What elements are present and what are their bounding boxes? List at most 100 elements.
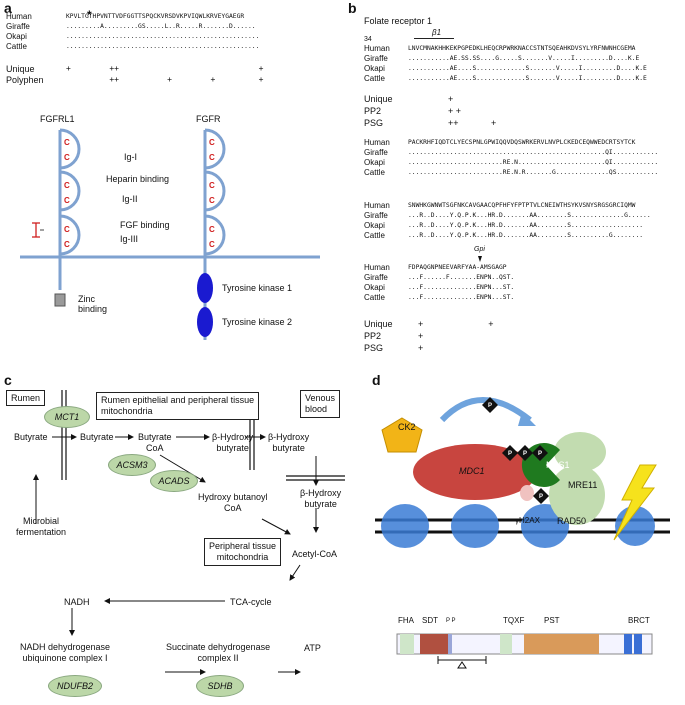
species-label: Cattle bbox=[6, 42, 27, 51]
species-label: Giraffe bbox=[364, 211, 388, 220]
pp-label: P P bbox=[446, 618, 456, 624]
sequence: ...R..D....Y.Q.P.K...HR.D.......AA......… bbox=[408, 212, 651, 219]
species-label: Human bbox=[364, 201, 390, 210]
pathway-arrows bbox=[33, 390, 345, 675]
fgfrl1-label: FGFRL1 bbox=[40, 114, 75, 124]
bhb-cell: β-Hydroxy butyrate bbox=[212, 432, 254, 453]
mutation-star: * bbox=[87, 8, 92, 22]
heparin-label: Heparin binding bbox=[106, 174, 170, 184]
rad50-label: RAD50 bbox=[557, 516, 587, 526]
species-label: Okapi bbox=[6, 32, 27, 41]
species-label: Giraffe bbox=[364, 54, 388, 63]
nadh-label: NADH bbox=[64, 597, 90, 607]
atp-label: ATP bbox=[304, 643, 321, 653]
h2ax-label: γH2AX bbox=[515, 516, 540, 525]
species-label: Cattle bbox=[364, 231, 385, 240]
species-label: Human bbox=[364, 138, 390, 147]
sequence: ...........AE....S.............S.......V… bbox=[408, 75, 647, 82]
svg-text:C: C bbox=[209, 196, 215, 205]
sequence: ........................................… bbox=[66, 43, 260, 50]
polyphen-label: Polyphen bbox=[6, 75, 44, 85]
svg-text:C: C bbox=[64, 181, 70, 190]
complex1-label: NADH dehydrogenase ubiquinone complex I bbox=[20, 642, 111, 663]
species-label: Giraffe bbox=[364, 273, 388, 282]
complex2-label: Succinate dehydrogenase complex II bbox=[166, 642, 271, 663]
species-label: Cattle bbox=[364, 74, 385, 83]
svg-text:C: C bbox=[209, 153, 215, 162]
ig2-label: Ig-II bbox=[122, 194, 138, 204]
unique-marks: + ++ + bbox=[66, 64, 264, 73]
sequence: KPVLTGTHPVNTTVDFGGTTSPQCKVRSDVKPVIQWLKRV… bbox=[66, 13, 245, 20]
sequence: ...F......F.......ENPN..QST. bbox=[408, 274, 515, 281]
sequence: .........................RE.N...........… bbox=[408, 159, 659, 166]
bhb-peripheral: β-Hydroxy butyrate bbox=[300, 488, 342, 509]
species-label: Human bbox=[6, 12, 32, 21]
beta1-label: β1 bbox=[432, 28, 442, 37]
sequence: SNWHKGWNWTSGFNKCAVGAACQPFHFYFPTPTVLCNEIW… bbox=[408, 202, 636, 209]
svg-text:C: C bbox=[209, 138, 215, 147]
species-label: Giraffe bbox=[6, 22, 30, 31]
svg-text:C: C bbox=[209, 240, 215, 249]
microbial-label: Microbial fermentation bbox=[16, 516, 67, 537]
sequence: ........................................… bbox=[66, 33, 260, 40]
sequence: FDPAQGNPNEEVARFYAA-AMSGAGP bbox=[408, 264, 507, 271]
species-label: Giraffe bbox=[364, 148, 388, 157]
butyrate-coa: Butyrate CoA bbox=[138, 432, 172, 453]
ig1-label: Ig-I bbox=[124, 152, 138, 162]
folate-u1: Unique PP2 PSG bbox=[364, 93, 393, 129]
receptor-diagram: CC CC CC CC CC CC bbox=[20, 128, 320, 340]
svg-text:P: P bbox=[539, 494, 543, 500]
fgf-label: FGF binding bbox=[120, 220, 170, 230]
sequence: ...F..............ENPN...ST. bbox=[408, 284, 515, 291]
species-label: Okapi bbox=[364, 221, 385, 230]
species-label: Human bbox=[364, 44, 390, 53]
acetyl-coa: Acetyl-CoA bbox=[292, 549, 338, 559]
peripheral-box: Peripheral tissue mitochondria bbox=[204, 538, 282, 566]
sequence: LNVCMNAKHHKEKPGPEDKLHEQCRPWRKNACCSTNTSQE… bbox=[408, 45, 636, 52]
panel-a-label: a bbox=[4, 0, 12, 16]
tk2-label: Tyrosine kinase 2 bbox=[222, 317, 293, 327]
sequence: PACKRHFIQDTCLYECSPNLGPWIQQVDQSWRKERVLNVP… bbox=[408, 139, 636, 146]
mct1-ellipse: MCT1 bbox=[44, 406, 90, 428]
u1-unique: Unique bbox=[364, 94, 393, 104]
species-label: Okapi bbox=[364, 283, 385, 292]
gpi-marker bbox=[478, 256, 482, 262]
gpi-label: Gpi bbox=[474, 246, 485, 253]
polyphen-marks: ++ + + + bbox=[66, 75, 264, 84]
svg-text:C: C bbox=[64, 240, 70, 249]
panel-b-label: b bbox=[348, 0, 357, 16]
unique-label: Unique bbox=[6, 64, 35, 74]
mdc1-label: MDC1 bbox=[459, 466, 485, 476]
svg-text:P: P bbox=[538, 451, 542, 457]
ndufb2-ellipse: NDUFB2 bbox=[48, 675, 102, 697]
hydroxy-butanoyl-coa: Hydroxy butanoyl CoA bbox=[198, 492, 268, 513]
sequence: .........................RE.N.R.......G.… bbox=[408, 169, 659, 176]
svg-text:C: C bbox=[64, 196, 70, 205]
sequence: ...........AE....S.............S.......V… bbox=[408, 65, 647, 72]
species-label: Cattle bbox=[364, 168, 385, 177]
species-label: Human bbox=[364, 263, 390, 272]
ck2-label: CK2 bbox=[398, 422, 416, 432]
panel-c-label: c bbox=[4, 372, 12, 388]
svg-text:P: P bbox=[508, 451, 512, 457]
u4-marks: + +++ bbox=[418, 319, 494, 353]
u4-unique: Unique bbox=[364, 319, 393, 329]
svg-text:C: C bbox=[64, 138, 70, 147]
tk1-label: Tyrosine kinase 1 bbox=[222, 283, 293, 293]
u1-pp2: PP2 bbox=[364, 106, 382, 116]
brct-label: BRCT bbox=[628, 616, 650, 625]
sequence: ...R..D....Y.Q.P.K...HR.D.......AA......… bbox=[408, 232, 644, 239]
svg-text:P: P bbox=[523, 451, 527, 457]
acsm3-ellipse: ACSM3 bbox=[108, 454, 156, 476]
butyrate-rumen: Butyrate bbox=[14, 432, 48, 442]
sequence: ...........AE.SS.SS....G.....S.......V..… bbox=[408, 55, 640, 62]
pst-label: PST bbox=[544, 616, 560, 625]
bhb-blood: β-Hydroxy butyrate bbox=[268, 432, 310, 453]
epithelial-box: Rumen epithelial and peripheral tissue m… bbox=[96, 392, 260, 420]
species-label: Okapi bbox=[364, 64, 385, 73]
sdhb-ellipse: SDHB bbox=[196, 675, 244, 697]
species-label: Cattle bbox=[364, 293, 385, 302]
domain-bar bbox=[396, 633, 653, 669]
u1-psg: PSG bbox=[364, 118, 384, 128]
